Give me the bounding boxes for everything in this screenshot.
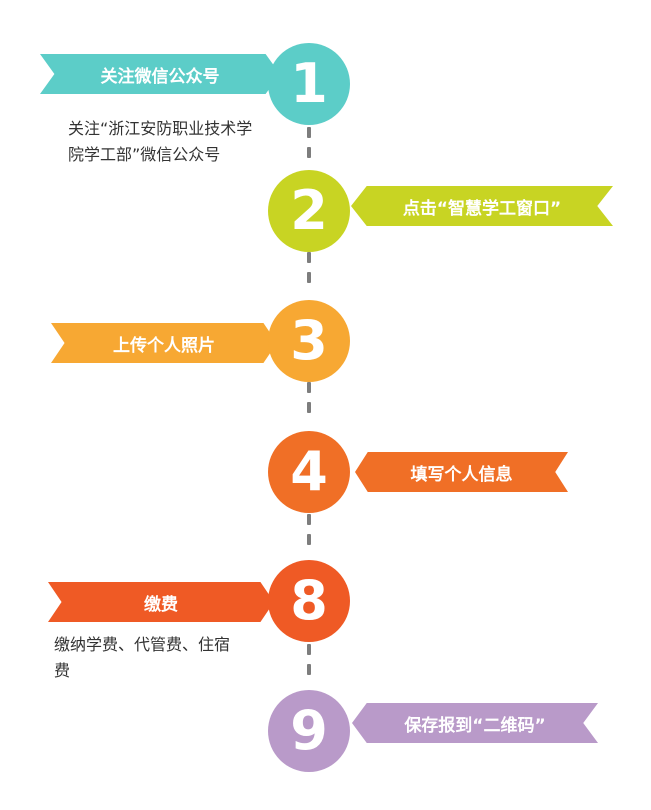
step-1-description: 关注“浙江安防职业技术学院学工部”微信公众号 — [68, 119, 253, 164]
step-1-circle: 1 — [268, 43, 350, 125]
step-8-label: 缴费 — [144, 594, 178, 615]
connector-dash — [307, 664, 311, 675]
step-8-banner: 缴费 — [48, 582, 274, 622]
step-2-label: 点击“智慧学工窗口” — [402, 198, 562, 219]
step-8-description: 缴纳学费、代管费、住宿费 — [54, 635, 231, 680]
step-9-number: 9 — [290, 699, 328, 762]
step-1-number: 1 — [290, 52, 328, 115]
step-8-number: 8 — [290, 569, 328, 632]
connector-dash — [307, 514, 311, 525]
step-3-banner: 上传个人照片 — [51, 323, 277, 363]
step-4-banner: 填写个人信息 — [355, 452, 568, 492]
connector-dash — [307, 147, 311, 158]
step-4-label: 填写个人信息 — [410, 464, 513, 485]
step-1-label: 关注微信公众号 — [100, 66, 220, 87]
connector-dash — [307, 534, 311, 545]
step-3-circle: 3 — [268, 300, 350, 382]
connector-dash — [307, 272, 311, 283]
step-2-banner: 点击“智慧学工窗口” — [351, 186, 613, 226]
step-8-circle: 8 — [268, 560, 350, 642]
step-3-label: 上传个人照片 — [113, 335, 215, 356]
step-9-circle: 9 — [268, 690, 350, 772]
step-9-label: 保存报到“二维码” — [404, 715, 546, 736]
step-2-number: 2 — [290, 179, 328, 242]
connector-dash — [307, 644, 311, 655]
step-4-number: 4 — [290, 440, 328, 503]
step-2-circle: 2 — [268, 170, 350, 252]
step-3-number: 3 — [290, 309, 328, 372]
connector-dash — [307, 252, 311, 263]
step-4-circle: 4 — [268, 431, 350, 513]
step-9-banner: 保存报到“二维码” — [352, 703, 598, 743]
connector-dash — [307, 382, 311, 393]
connector-dash — [307, 402, 311, 413]
connector-dash — [307, 127, 311, 138]
step-1-banner: 关注微信公众号 — [40, 54, 280, 94]
